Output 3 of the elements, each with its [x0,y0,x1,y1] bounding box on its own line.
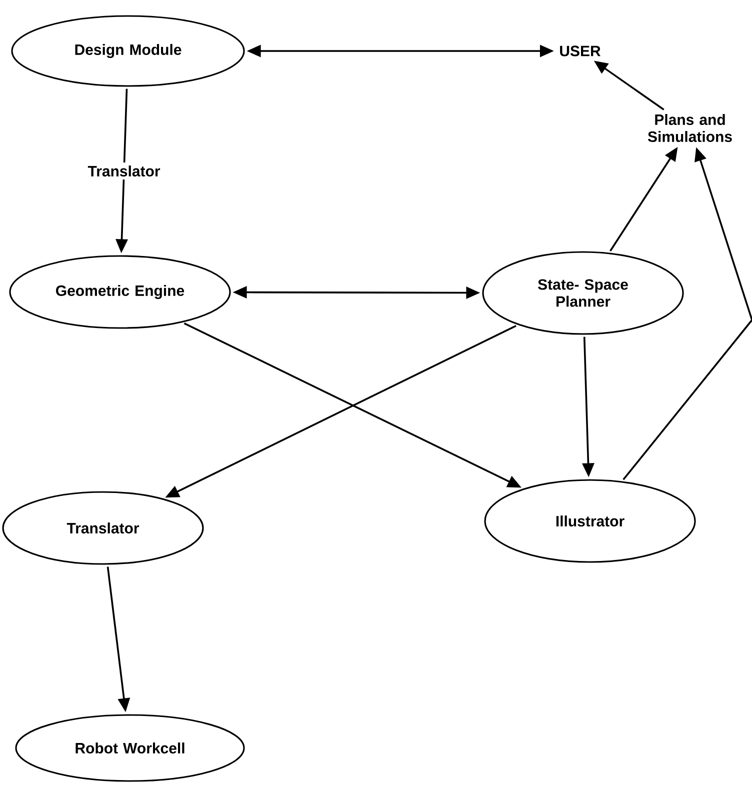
node-label: USER [560,46,601,56]
node-label: Plans and Simulations [648,114,732,142]
edge-label: Translator [84,162,164,180]
